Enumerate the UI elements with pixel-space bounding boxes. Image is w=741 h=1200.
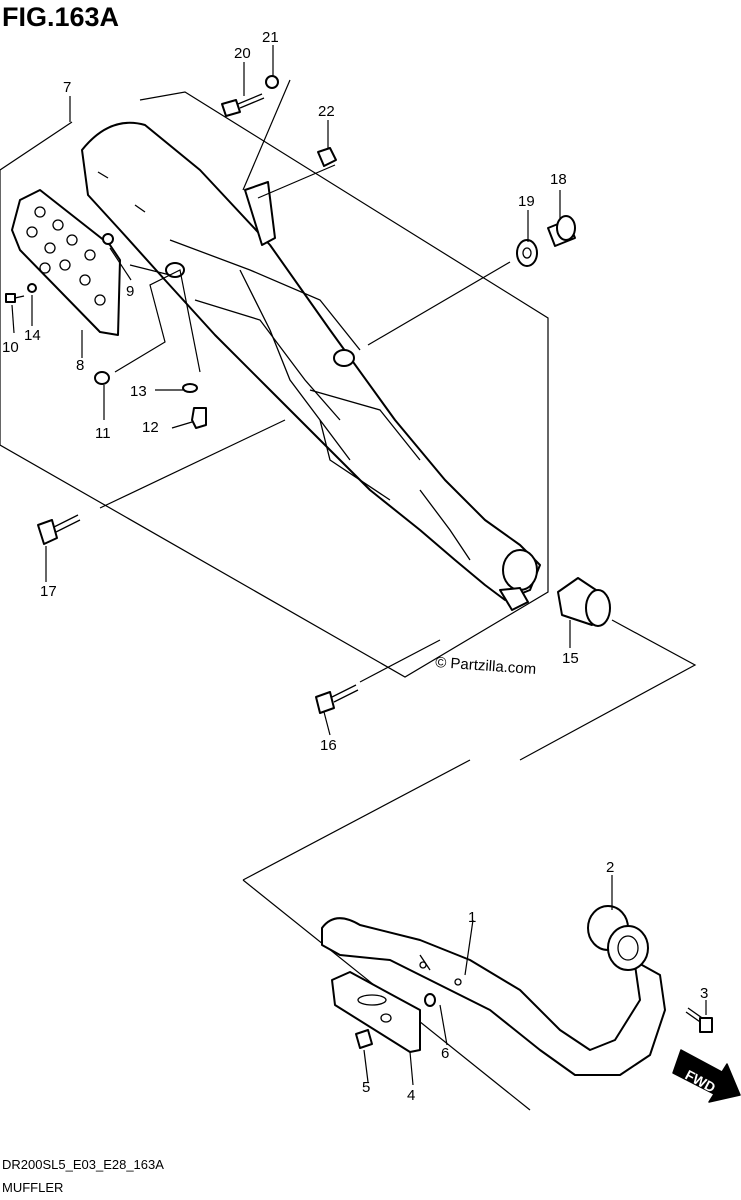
heat-protector[interactable] (331, 971, 421, 1053)
muffler-protector[interactable] (11, 189, 121, 336)
callout-1[interactable]: 1 (468, 909, 476, 926)
callout-8[interactable]: 8 (76, 357, 84, 374)
callout-22[interactable]: 22 (318, 103, 335, 120)
callout-20[interactable]: 20 (234, 45, 251, 62)
callout-19[interactable]: 19 (518, 193, 535, 210)
bolt[interactable] (191, 407, 207, 429)
callout-11[interactable]: 11 (95, 425, 111, 442)
callout-14[interactable]: 14 (24, 327, 41, 344)
bolt[interactable] (355, 1029, 373, 1049)
callout-6[interactable]: 6 (441, 1045, 449, 1062)
muffler[interactable] (81, 121, 541, 611)
callout-12[interactable]: 12 (142, 419, 159, 436)
washer[interactable] (94, 371, 110, 385)
callout-17[interactable]: 17 (40, 583, 57, 600)
callout-15[interactable]: 15 (562, 650, 579, 667)
callout-21[interactable]: 21 (262, 29, 279, 46)
exhaust-pipe-gasket[interactable] (557, 577, 611, 627)
washer[interactable] (265, 75, 279, 89)
figure-title: FIG.163A (2, 2, 119, 32)
bolt[interactable] (221, 93, 265, 117)
exhaust-pipe[interactable] (321, 917, 666, 1076)
callout-10[interactable]: 10 (2, 339, 19, 356)
bolt[interactable] (685, 1007, 713, 1033)
washer[interactable] (182, 383, 198, 393)
callout-2[interactable]: 2 (606, 859, 614, 876)
bolt[interactable] (37, 514, 81, 545)
figure-code: DR200SL5_E03_E28_163A (2, 1157, 164, 1172)
bolt[interactable] (315, 684, 359, 714)
callout-5[interactable]: 5 (362, 1079, 370, 1096)
callout-7[interactable]: 7 (63, 79, 71, 96)
forward-direction-arrow: FWD (672, 1049, 741, 1103)
muffler-group-outline (0, 91, 549, 678)
callout-labels: 7 20 21 22 18 19 9 14 10 8 13 11 12 17 1… (2, 29, 708, 1104)
figure-name: MUFFLER (2, 1180, 63, 1195)
callout-13[interactable]: 13 (130, 383, 147, 400)
watermark: © Partzilla.com (435, 654, 537, 678)
washer[interactable] (424, 993, 436, 1007)
callout-9[interactable]: 9 (126, 283, 134, 300)
leader-lines (11, 45, 707, 1086)
exhaust-gasket[interactable] (587, 905, 649, 971)
washer[interactable] (102, 233, 114, 245)
spacer[interactable] (547, 215, 576, 247)
nut[interactable] (317, 147, 337, 167)
callout-18[interactable]: 18 (550, 171, 567, 188)
callout-16[interactable]: 16 (320, 737, 337, 754)
callout-3[interactable]: 3 (700, 985, 708, 1002)
cushion[interactable] (516, 239, 538, 267)
callout-4[interactable]: 4 (407, 1087, 415, 1104)
washer[interactable] (27, 283, 37, 293)
screw[interactable] (5, 293, 25, 303)
